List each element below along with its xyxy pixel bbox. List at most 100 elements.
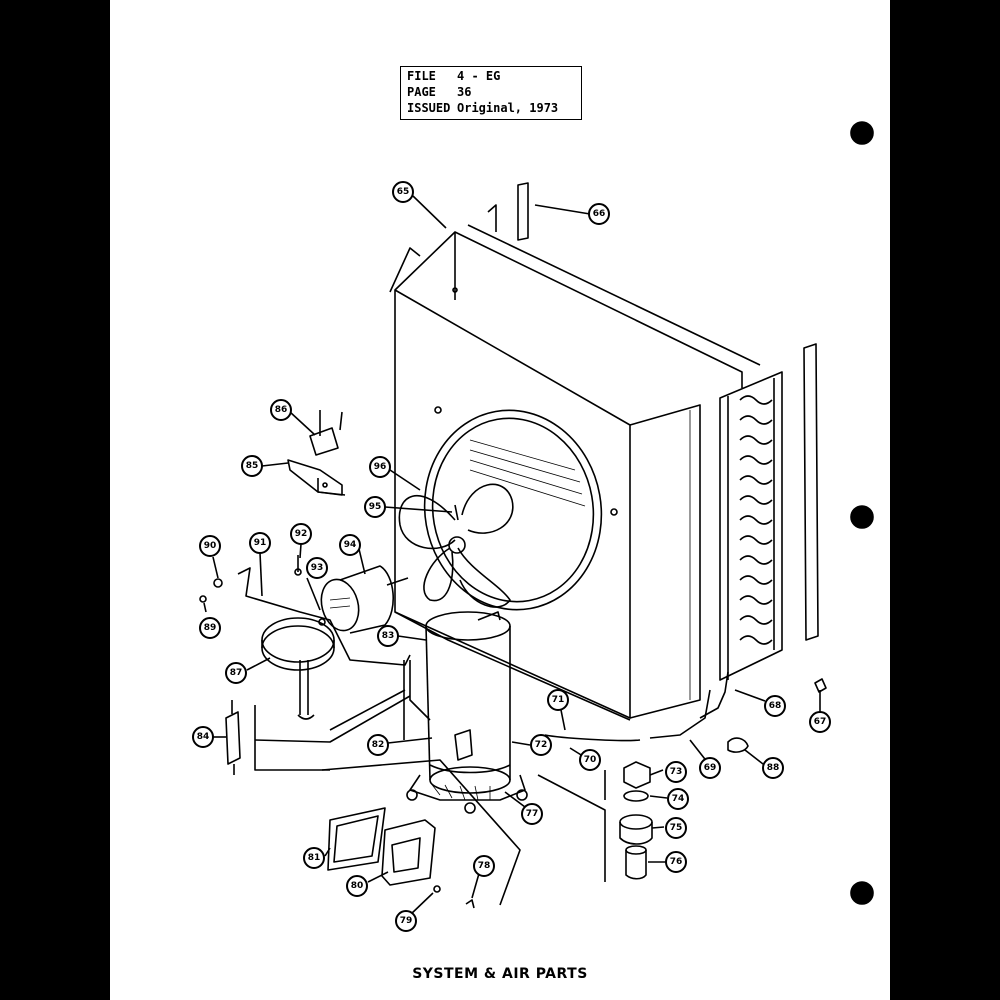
diagram-caption: SYSTEM & AIR PARTS <box>412 966 588 982</box>
callout-89: 89 <box>199 617 221 639</box>
screw-78 <box>465 899 475 909</box>
binder-hole-top <box>850 121 874 145</box>
issued-row: ISSUED Original, 1973 <box>407 102 558 115</box>
callout-84: 84 <box>192 726 214 748</box>
callout-93: 93 <box>306 557 328 579</box>
binder-hole-middle <box>850 505 874 529</box>
control-bracket <box>287 410 346 496</box>
svg-text:70: 70 <box>584 755 597 765</box>
callout-71: 71 <box>547 689 569 711</box>
svg-text:77: 77 <box>526 809 539 819</box>
callout-73: 73 <box>665 761 687 783</box>
callout-92: 92 <box>290 523 312 545</box>
svg-text:75: 75 <box>670 823 683 833</box>
callout-68: 68 <box>764 695 786 717</box>
callout-87: 87 <box>225 662 247 684</box>
scan-border-left <box>0 0 110 1000</box>
discharge-tube <box>649 689 711 739</box>
callout-74: 74 <box>667 788 689 810</box>
motor-mount <box>237 567 411 720</box>
callout-70: 70 <box>579 749 601 771</box>
callout-78: 78 <box>473 855 495 877</box>
callout-75: 75 <box>665 817 687 839</box>
callout-96: 96 <box>369 456 391 478</box>
washer-90 <box>213 578 223 588</box>
svg-text:83: 83 <box>382 631 395 641</box>
grommet-leader <box>537 770 606 882</box>
callout-91: 91 <box>249 532 271 554</box>
fan-blade <box>398 483 514 608</box>
gasket <box>327 807 386 871</box>
terminal-cover <box>381 819 436 886</box>
page-label: PAGE <box>407 85 436 99</box>
capillary-tube <box>544 734 641 742</box>
mounting-grommet-stack <box>619 761 653 880</box>
svg-text:69: 69 <box>704 763 717 773</box>
callout-95: 95 <box>364 496 386 518</box>
fan-motor <box>320 565 409 634</box>
svg-text:86: 86 <box>275 405 288 415</box>
svg-text:95: 95 <box>369 502 382 512</box>
callout-66: 66 <box>588 203 610 225</box>
callout-94: 94 <box>339 534 361 556</box>
svg-text:88: 88 <box>767 763 780 773</box>
svg-text:90: 90 <box>204 541 217 551</box>
callout-69: 69 <box>699 757 721 779</box>
condenser-coil <box>719 371 783 681</box>
svg-text:91: 91 <box>254 538 267 548</box>
drawing-lines <box>199 121 874 916</box>
svg-text:66: 66 <box>593 209 606 219</box>
callout-72: 72 <box>530 734 552 756</box>
file-row: FILE 4 - EG <box>407 70 500 83</box>
nut-89 <box>199 595 207 603</box>
issued-value: Original, 1973 <box>457 101 559 115</box>
svg-text:87: 87 <box>230 668 243 678</box>
svg-text:79: 79 <box>400 916 413 926</box>
svg-text:71: 71 <box>552 695 565 705</box>
file-label: FILE <box>407 69 436 83</box>
callout-80: 80 <box>346 875 368 897</box>
svg-text:85: 85 <box>246 461 259 471</box>
callout-85-bracket: 85 <box>241 455 263 477</box>
svg-text:93: 93 <box>311 563 324 573</box>
svg-text:89: 89 <box>204 623 217 633</box>
coil-side-bar <box>803 343 819 641</box>
scan-border-right <box>890 0 1000 1000</box>
screw-67 <box>814 678 827 693</box>
nut-93 <box>318 618 326 626</box>
svg-text:73: 73 <box>670 767 683 777</box>
svg-text:67: 67 <box>814 717 827 727</box>
svg-text:96: 96 <box>374 462 387 472</box>
callout-83: 83 <box>377 625 399 647</box>
svg-text:92: 92 <box>295 529 308 539</box>
callout-82: 82 <box>367 734 389 756</box>
start-capacitor <box>225 689 411 775</box>
callout-67: 67 <box>809 711 831 733</box>
svg-text:81: 81 <box>308 853 321 863</box>
callout-88: 88 <box>762 757 784 779</box>
callout-77: 77 <box>521 803 543 825</box>
washer-79 <box>433 885 441 893</box>
file-value: 4 - EG <box>457 69 501 83</box>
issued-label: ISSUED <box>407 101 451 115</box>
callout-86: 86 <box>270 399 292 421</box>
callout-76: 76 <box>665 851 687 873</box>
binder-hole-bottom <box>850 881 874 905</box>
svg-text:82: 82 <box>372 740 385 750</box>
callout-65-top: 65 <box>392 181 414 203</box>
compressor <box>403 611 528 814</box>
liquid-tube <box>699 671 729 719</box>
callout-81: 81 <box>303 847 325 869</box>
condenser-housing <box>389 204 761 721</box>
svg-text:78: 78 <box>478 861 491 871</box>
page <box>110 0 890 1000</box>
svg-text:74: 74 <box>672 794 685 804</box>
svg-text:68: 68 <box>769 701 782 711</box>
top-bracket <box>517 182 529 241</box>
drier <box>727 737 749 753</box>
svg-text:76: 76 <box>670 857 683 867</box>
